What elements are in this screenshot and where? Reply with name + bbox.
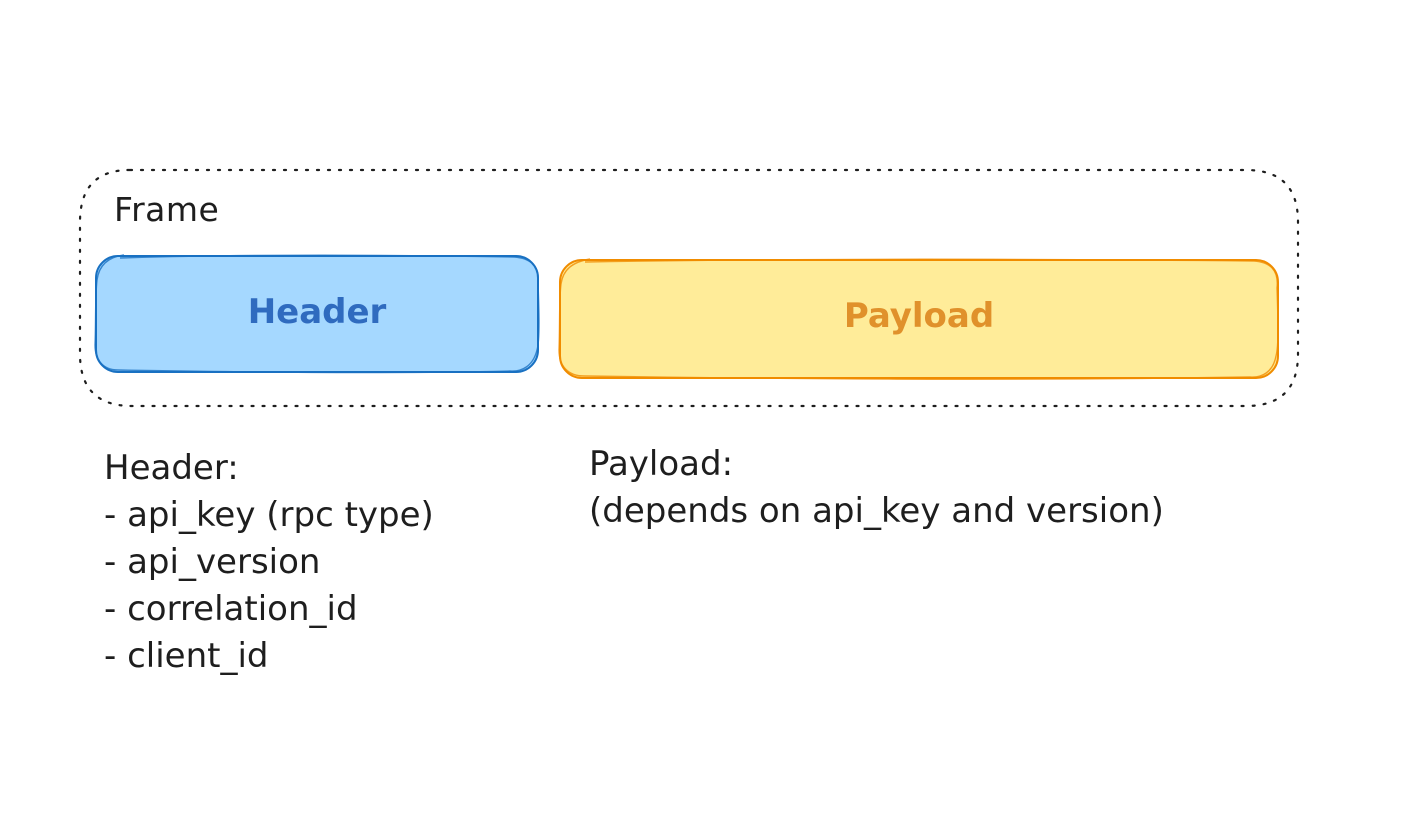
payload-note: Payload: (depends on api_key and version… bbox=[589, 441, 1164, 535]
payload-note-line: (depends on api_key and version) bbox=[589, 491, 1164, 531]
header-note-line: - client_id bbox=[104, 636, 269, 676]
header-box[interactable] bbox=[94, 254, 540, 374]
header-box-label: Header bbox=[247, 292, 387, 332]
payload-note-title: Payload: bbox=[589, 444, 734, 484]
header-note-line: - api_key (rpc type) bbox=[104, 495, 434, 535]
header-note-line: - correlation_id bbox=[104, 589, 358, 629]
header-note-line: - api_version bbox=[104, 542, 321, 582]
payload-box-label: Payload bbox=[843, 296, 995, 336]
header-note-title: Header: bbox=[104, 448, 239, 488]
header-note: Header: - api_key (rpc type) - api_versi… bbox=[104, 445, 434, 680]
payload-box[interactable] bbox=[558, 258, 1279, 380]
frame-label: Frame bbox=[114, 190, 220, 229]
